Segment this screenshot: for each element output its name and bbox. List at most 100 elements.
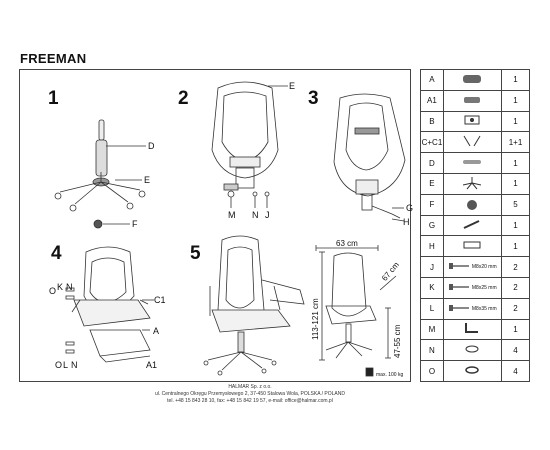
step-number-2: 2 (178, 88, 189, 109)
step4-label-o: O (49, 286, 57, 296)
part-quantity: 1 (501, 214, 530, 237)
washer-icon (461, 345, 483, 357)
part-code: C+C1 (420, 131, 444, 154)
part-picture (442, 235, 503, 258)
part-quantity: 2 (501, 276, 530, 299)
part-quantity: 1 (501, 69, 530, 91)
footrest-cushion-icon (461, 96, 483, 108)
part-quantity: 5 (501, 193, 530, 216)
part-code: M (420, 318, 444, 341)
part-quantity: 1 (501, 235, 530, 258)
star-base-icon (461, 176, 483, 192)
part-picture (442, 360, 503, 382)
part-picture (442, 110, 503, 133)
footer-address: ul. Centralnego Okręgu Przemysłowego 2, … (154, 391, 345, 397)
part-picture: M8x25 mm (442, 276, 503, 299)
spring-washer-icon (461, 366, 483, 378)
step4-label-l: L (63, 360, 69, 370)
step4-drawing (65, 246, 154, 363)
dimension-height: 113-121 cm (311, 298, 320, 340)
step3-label-g: G (406, 203, 414, 213)
footer-contact: tel. +48 15 843 28 10, fax: +48 15 842 1… (167, 398, 333, 404)
footer-company: HALMAR Sp. z o.o. (228, 384, 272, 390)
bracket-icon (461, 241, 483, 254)
step2-drawing (211, 81, 288, 208)
step4-label-a1: A1 (146, 360, 158, 370)
part-quantity: 1 (501, 172, 530, 195)
part-code: O (420, 360, 444, 382)
dimension-seat-height: 47-55 cm (393, 324, 402, 358)
part-code: F (420, 193, 444, 216)
step2-label-n: N (252, 210, 259, 220)
part-quantity: 2 (501, 297, 530, 320)
part-picture (442, 152, 503, 174)
step-number-5: 5 (190, 243, 201, 264)
part-picture: M8x35 mm (442, 297, 503, 320)
bolt-icon (448, 261, 470, 273)
step4-label-k: K (57, 282, 64, 292)
part-size-note: M8x25 mm (471, 284, 497, 291)
part-code: G (420, 214, 444, 237)
part-code: A (420, 69, 444, 91)
bolt-icon (448, 303, 470, 315)
mechanism-icon (461, 115, 483, 129)
part-code: N (420, 339, 444, 362)
step4-label-n: N (66, 282, 73, 292)
step4-label-a: A (153, 326, 160, 336)
part-picture (442, 339, 503, 362)
step3-drawing (333, 93, 406, 222)
parts-row: A1 1 (420, 89, 530, 112)
castor-icon (461, 199, 483, 213)
step5-drawing (203, 235, 305, 376)
step2-label-e: E (289, 81, 296, 91)
part-picture (442, 172, 503, 195)
step1-drawing (54, 119, 146, 229)
armrest-pair-icon (461, 136, 483, 150)
part-code: L (420, 297, 444, 320)
step2-label-j: J (265, 210, 270, 220)
part-size-note: M8x35 mm (471, 305, 497, 312)
part-code: H (420, 235, 444, 258)
step1-label-f: F (132, 219, 138, 229)
lever-icon (461, 220, 483, 233)
part-picture (442, 193, 503, 216)
seat-cushion-icon (461, 74, 483, 87)
part-picture (442, 89, 503, 112)
gas-lift-icon (461, 160, 483, 169)
part-quantity: 1 (501, 110, 530, 133)
part-code: E (420, 172, 444, 195)
step-number-4: 4 (51, 243, 62, 264)
step4-label-c1: C1 (154, 295, 166, 305)
part-size-note: M8x20 mm (471, 264, 497, 271)
step3-label-h: H (403, 217, 410, 227)
step2-label-m: M (228, 210, 236, 220)
bolt-icon (448, 282, 470, 294)
part-quantity: 1 (501, 89, 530, 112)
parts-row: K M8x25 mm 2 (420, 276, 530, 299)
part-picture (442, 214, 503, 237)
part-code: A1 (420, 89, 444, 112)
dimension-width: 63 cm (336, 239, 358, 248)
part-quantity: 4 (501, 360, 530, 382)
part-code: K (420, 276, 444, 299)
step-number-3: 3 (308, 88, 319, 109)
step1-label-d: D (148, 141, 155, 151)
part-quantity: 1 (501, 152, 530, 174)
part-code: J (420, 256, 444, 278)
parts-row: L M8x35 mm 2 (420, 297, 530, 320)
part-picture: M8x20 mm (442, 256, 503, 278)
dimension-drawing (315, 245, 397, 377)
step1-label-e: E (144, 175, 151, 185)
